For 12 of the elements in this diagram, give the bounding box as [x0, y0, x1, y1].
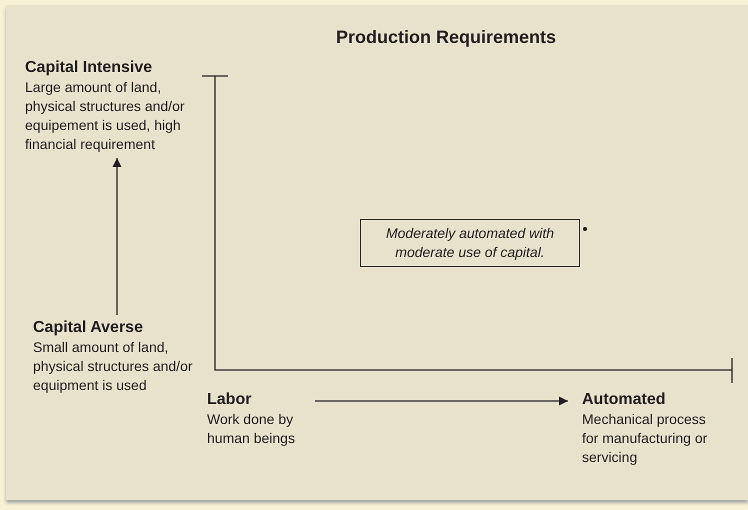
axis-end-heading: Labor: [207, 390, 252, 410]
axis-end-description: Mechanical process for manufacturing or servicing: [582, 410, 708, 467]
arrow: [112, 158, 122, 315]
axis-end-heading: Capital Averse: [33, 318, 144, 338]
callout-box: Moderately automated with moderate use of capital.: [360, 219, 580, 267]
arrow: [315, 396, 568, 406]
axis-end-heading: Capital Intensive: [25, 58, 154, 78]
axis-end-description: Small amount of land, physical structures and/or equipment is used: [33, 338, 194, 395]
chart-title: Production Requirements: [336, 27, 556, 48]
axis-end-heading: Automated: [582, 390, 667, 410]
axis-end-description: Large amount of land, physical structures and/or equipement is used, high financial requirement: [25, 78, 186, 154]
axis-end-description: Work done by human beings: [207, 410, 296, 448]
